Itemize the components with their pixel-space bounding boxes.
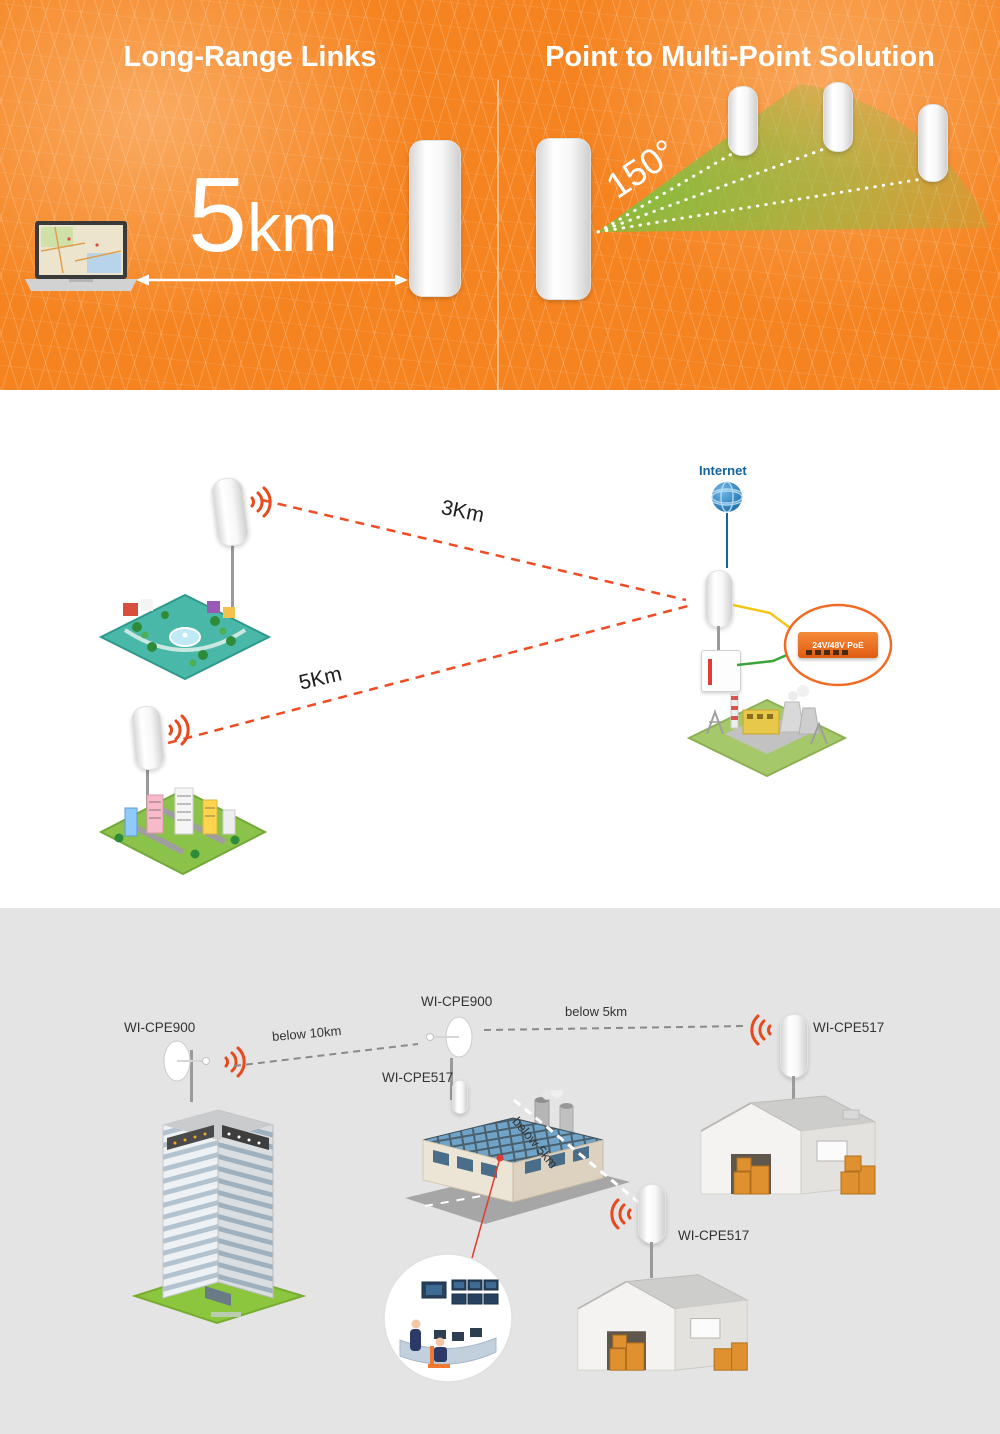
wireless-link-line-3km <box>261 498 687 602</box>
wireless-link-line-5km <box>167 604 689 745</box>
distance-text: 5km <box>188 162 338 268</box>
internet-label: Internet <box>699 463 747 478</box>
cpe-base-station <box>705 570 733 628</box>
rooftop-mast <box>190 1050 193 1102</box>
callout-connector-line <box>471 1154 504 1259</box>
wifi-signal-icon <box>168 714 190 746</box>
link-line-10km <box>233 1043 419 1067</box>
cpe517-bottom <box>638 1184 666 1244</box>
cpe-device-small-3 <box>918 104 948 182</box>
device-label-cpe517-bottom: WI-CPE517 <box>678 1228 750 1243</box>
device-label-cpe900-left: WI-CPE900 <box>124 1020 196 1035</box>
cpe-device-large-left <box>409 140 461 297</box>
deployment-section: WI-CPE900 below 10km WI-CPE900 below 5km <box>0 908 1000 1434</box>
factory-mast <box>450 1058 453 1100</box>
outdoor-enclosure-box <box>701 650 741 692</box>
distance-number: 5 <box>188 156 247 274</box>
cpe517-factory <box>452 1080 468 1114</box>
city-illustration <box>98 787 268 876</box>
network-topology-section: 3Km 5Km Internet <box>0 390 1000 908</box>
poe-switch-ports <box>806 650 850 655</box>
left-panel-title: Long-Range Links <box>123 41 377 73</box>
poe-switch: 24V/48V PoE <box>798 632 878 658</box>
poe-switch-label: 24V/48V PoE <box>812 640 864 650</box>
device-label-cpe517-right: WI-CPE517 <box>813 1020 885 1035</box>
town-illustration <box>98 593 272 681</box>
laptop-icon <box>25 221 137 291</box>
coverage-beam <box>596 84 990 234</box>
dish-antenna-icon <box>163 1040 210 1082</box>
cpe-device-small-1 <box>728 86 758 156</box>
factory-illustration <box>405 1090 630 1224</box>
cpe517-right <box>780 1014 808 1078</box>
right-panel-title: Point to Multi-Point Solution <box>545 41 935 73</box>
internet-globe-icon <box>711 481 743 513</box>
cpe-device-small-2 <box>823 82 853 152</box>
dish-antenna-icon <box>426 1016 473 1058</box>
control-room-inset <box>383 1253 513 1383</box>
warehouse-mast <box>792 1076 795 1102</box>
warehouse-illustration <box>700 1095 877 1195</box>
industrial-facility-illustration <box>686 685 848 778</box>
distance-unit: km <box>246 190 338 266</box>
link-line-5km-diagonal <box>513 1098 649 1212</box>
panel-divider <box>497 80 499 390</box>
warehouse2-mast <box>650 1242 653 1278</box>
wifi-signal-icon <box>750 1014 772 1046</box>
device-label-cpe517-factory: WI-CPE517 <box>382 1070 454 1085</box>
internet-uplink-line <box>726 513 728 568</box>
cpe-antenna-town <box>209 476 251 548</box>
banner-section: Long-Range Links Point to Multi-Point So… <box>0 0 1000 390</box>
double-arrow-icon <box>136 274 408 286</box>
wifi-signal-icon <box>610 1198 632 1230</box>
enclosure-red-strip <box>708 659 712 685</box>
link-label-5km: below 5km <box>565 1004 628 1019</box>
office-building-illustration <box>131 1109 307 1325</box>
cpe-device-large-right <box>536 138 591 300</box>
wifi-signal-icon <box>224 1046 246 1078</box>
link-line-5km <box>483 1025 747 1031</box>
base-station-pole <box>717 626 720 652</box>
antenna-pole <box>231 538 234 614</box>
device-label-cpe900-mid: WI-CPE900 <box>421 994 493 1009</box>
antenna-pole-city <box>146 766 149 814</box>
warehouse-illustration <box>577 1274 749 1371</box>
